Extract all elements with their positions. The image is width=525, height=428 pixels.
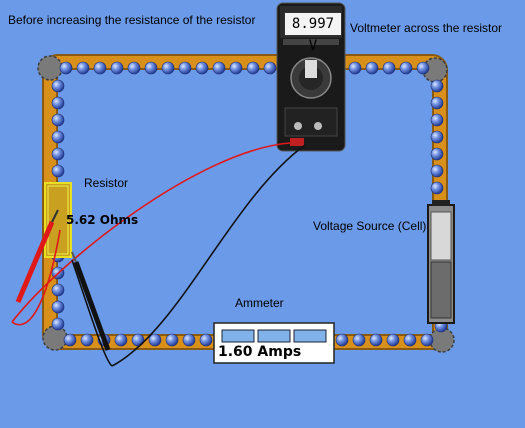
electron	[51, 283, 65, 297]
electron	[51, 79, 65, 93]
electron	[420, 333, 434, 347]
voltage-source-cell[interactable]	[427, 200, 455, 324]
electron	[178, 61, 192, 75]
electron	[110, 61, 124, 75]
electron	[430, 147, 444, 161]
electron	[386, 333, 400, 347]
electron	[263, 61, 277, 75]
electron	[51, 300, 65, 314]
electron	[80, 333, 94, 347]
red-probe[interactable]	[15, 209, 59, 303]
electron	[246, 61, 260, 75]
electron	[430, 113, 444, 127]
electron	[365, 61, 379, 75]
electron	[352, 333, 366, 347]
resistance-readout: 5.62 Ohms	[66, 213, 139, 227]
electron	[430, 130, 444, 144]
electron	[430, 96, 444, 110]
electron	[382, 61, 396, 75]
voltmeter-label: Voltmeter across the resistor	[350, 21, 503, 35]
electron	[51, 317, 65, 331]
electron	[399, 61, 413, 75]
ammeter-label: Ammeter	[235, 296, 284, 310]
electron	[212, 61, 226, 75]
black-probe[interactable]	[71, 251, 111, 351]
electron	[93, 61, 107, 75]
ammeter[interactable]	[213, 322, 335, 364]
electron	[430, 164, 444, 178]
electron	[76, 61, 90, 75]
electron	[182, 333, 196, 347]
electron	[335, 333, 349, 347]
cell-label: Voltage Source (Cell)	[313, 219, 427, 233]
electron	[430, 79, 444, 93]
electron	[144, 61, 158, 75]
electron	[51, 113, 65, 127]
page-title: Before increasing the resistance of the …	[8, 13, 256, 27]
electron	[161, 61, 175, 75]
electron	[51, 96, 65, 110]
probe-wires	[11, 142, 306, 367]
electron	[127, 61, 141, 75]
electron	[369, 333, 383, 347]
electron	[51, 130, 65, 144]
electron	[51, 147, 65, 161]
resistor-label: Resistor	[84, 176, 129, 190]
electron	[114, 333, 128, 347]
electron	[199, 333, 213, 347]
electron	[59, 61, 73, 75]
voltmeter-reading: 8.997 V	[284, 12, 342, 54]
electron	[416, 61, 430, 75]
electron	[403, 333, 417, 347]
electron	[63, 333, 77, 347]
current-readout: 1.60 Amps	[218, 344, 302, 360]
electron	[430, 181, 444, 195]
electron	[148, 333, 162, 347]
electron	[229, 61, 243, 75]
electron	[131, 333, 145, 347]
electron	[348, 61, 362, 75]
electron	[51, 164, 65, 178]
electron	[195, 61, 209, 75]
electron	[165, 333, 179, 347]
